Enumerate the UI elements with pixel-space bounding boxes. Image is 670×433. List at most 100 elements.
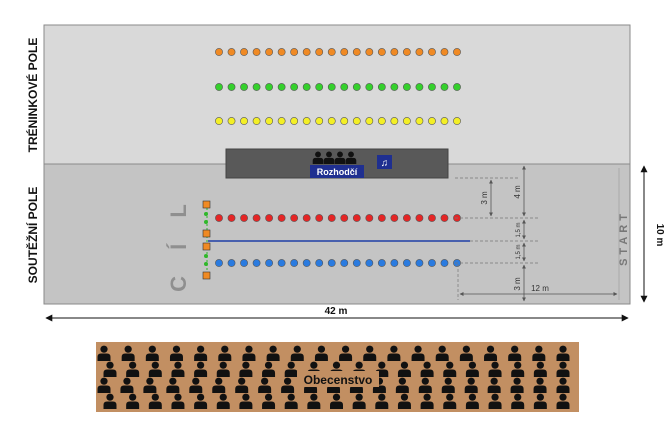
competition-marker [227,214,236,222]
training-marker [290,117,299,125]
competition-marker [390,214,399,222]
competition-marker [440,214,449,222]
training-marker [290,48,299,56]
competition-marker [215,214,223,222]
training-marker [453,117,461,125]
training-marker [377,48,386,56]
training-marker [227,48,236,56]
training-marker [277,83,286,91]
competition-marker [315,214,324,222]
music-note-icon: ♫ [377,155,392,169]
training-marker [277,117,286,125]
competition-marker [415,214,424,222]
competition-marker [252,259,261,267]
training-field [43,24,631,165]
competition-marker [290,259,299,267]
training-marker [315,83,324,91]
dim-3m-lower: 3 m [513,277,522,291]
start-label: START [618,210,630,266]
competition-field-label: SOUTĚŽNÍ POLE [25,187,40,284]
audience-label: Obecenstvo [304,373,373,387]
judges-badge [310,165,364,178]
audience-label-bg [297,371,379,387]
training-marker [390,83,399,91]
training-marker [315,117,324,125]
training-marker [428,48,436,56]
training-marker [440,48,449,56]
training-marker [302,48,311,56]
competition-marker [428,259,436,267]
competition-marker [352,214,361,222]
training-marker [240,48,248,56]
training-marker [415,83,424,91]
training-marker [265,83,274,91]
training-marker [415,48,424,56]
training-marker [327,83,336,91]
training-marker [428,117,436,125]
dim-12m: 12 m [531,284,549,293]
training-marker [240,117,248,125]
competition-marker [215,259,223,267]
training-marker [453,48,461,56]
training-marker [240,83,248,91]
training-marker [252,48,261,56]
competition-marker [390,259,399,267]
competition-field [43,163,631,305]
training-marker [340,83,349,91]
finish-flag [202,271,211,280]
training-marker [290,83,299,91]
training-marker [365,83,374,91]
finish-flag [202,229,211,238]
competition-marker [277,214,286,222]
height-dimension-label: 10 m [654,224,665,247]
training-marker [265,48,274,56]
competition-marker [277,259,286,267]
training-marker [215,48,223,56]
competition-marker [240,259,248,267]
training-marker [327,48,336,56]
competition-marker [365,259,374,267]
competition-marker [327,214,336,222]
dim-4m: 4 m [513,185,522,199]
training-marker [215,83,223,91]
training-marker [302,83,311,91]
training-marker [327,117,336,125]
competition-marker [290,214,299,222]
training-marker [377,117,386,125]
competition-marker [302,259,311,267]
training-marker [265,117,274,125]
training-marker [340,48,349,56]
competition-marker [315,259,324,267]
training-marker [428,83,436,91]
svg-text:♫: ♫ [381,158,389,169]
dimension-lines [459,165,620,302]
training-marker [315,48,324,56]
competition-marker [302,214,311,222]
training-marker [252,83,261,91]
competition-marker [428,214,436,222]
competition-marker [402,259,411,267]
training-marker [340,117,349,125]
competition-marker [352,259,361,267]
competition-marker [265,214,274,222]
finish-label: C Í L [166,194,191,292]
dimension-guides [455,177,540,300]
training-marker [365,117,374,125]
training-marker [390,48,399,56]
training-marker [352,83,361,91]
width-dimension-label: 42 m [325,306,348,317]
training-marker [440,117,449,125]
competition-marker [340,214,349,222]
competition-marker [365,214,374,222]
training-marker [365,48,374,56]
training-marker [277,48,286,56]
competition-marker [377,259,386,267]
competition-marker [340,259,349,267]
training-field-label: TRÉNINKOVÉ POLE [25,38,40,153]
dim-1-5m-upper: 1,5 m [516,222,522,237]
training-marker [227,83,236,91]
finish-flag [202,242,211,251]
competition-marker [240,214,248,222]
finish-flag [202,200,211,209]
